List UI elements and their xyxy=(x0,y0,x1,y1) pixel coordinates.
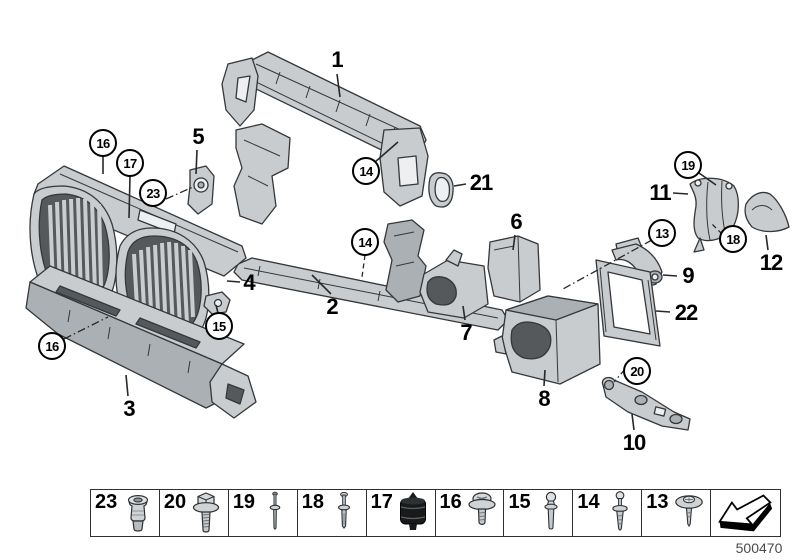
callout-16[interactable]: 16 xyxy=(89,129,117,157)
part-7-drawing xyxy=(419,249,489,319)
legend-box-20[interactable]: 20 xyxy=(158,489,230,537)
legend-box-23[interactable]: 23 xyxy=(90,489,161,537)
legend-box-18[interactable]: 18 xyxy=(296,489,368,537)
part-5-drawing xyxy=(187,165,215,215)
callout-1[interactable]: 1 xyxy=(331,47,343,72)
blind-rivet-icon xyxy=(269,491,281,530)
legend-number: 16 xyxy=(439,491,462,513)
callout-20[interactable]: 20 xyxy=(623,357,651,385)
callout-9[interactable]: 9 xyxy=(682,263,694,288)
callout-5[interactable]: 5 xyxy=(192,124,204,149)
callout-18[interactable]: 18 xyxy=(719,225,747,253)
expansion-rivet-icon xyxy=(612,491,628,531)
callout-14-2[interactable]: 14 xyxy=(351,228,379,256)
legend-box-15[interactable]: 15 xyxy=(503,489,574,537)
legend-box-13[interactable]: 13 xyxy=(641,489,712,537)
expanding-nut-icon xyxy=(127,495,148,532)
part-11-drawing xyxy=(689,177,740,253)
callout-6[interactable]: 6 xyxy=(510,209,522,234)
part-10-drawing xyxy=(601,376,691,431)
callout-17[interactable]: 17 xyxy=(116,149,144,177)
part-8-drawing xyxy=(493,295,601,385)
legend-number: 14 xyxy=(577,491,600,513)
part-3-drawing xyxy=(25,265,257,419)
part-1-drawing xyxy=(221,51,429,207)
callout-23[interactable]: 23 xyxy=(139,179,167,207)
callout-8[interactable]: 8 xyxy=(538,386,550,411)
callout-13[interactable]: 13 xyxy=(648,219,676,247)
legend-number: 13 xyxy=(646,491,669,513)
legend-box-14[interactable]: 14 xyxy=(572,489,643,537)
callout-12[interactable]: 12 xyxy=(759,250,784,275)
expansion-pin-icon xyxy=(338,491,351,529)
callout-2[interactable]: 2 xyxy=(326,294,338,319)
callout-4[interactable]: 4 xyxy=(243,270,255,295)
legend-number: 19 xyxy=(232,491,256,513)
legend-box-17[interactable]: 17 xyxy=(365,489,437,537)
ball-stud-icon xyxy=(544,491,558,530)
rubber-buffer-icon xyxy=(400,491,427,531)
callout-10[interactable]: 10 xyxy=(622,430,647,455)
part-12-drawing xyxy=(744,191,790,233)
direction-arrow-icon xyxy=(718,494,774,533)
part-21-drawing xyxy=(428,172,454,208)
callout-22[interactable]: 22 xyxy=(674,300,699,325)
part-6-drawing xyxy=(487,235,541,303)
callout-19[interactable]: 19 xyxy=(674,151,702,179)
view-direction-stamp xyxy=(710,489,781,537)
callout-16-2[interactable]: 16 xyxy=(38,332,66,360)
fastener-legend: 23 20 19 18 17 16 15 14 13 xyxy=(90,489,781,537)
flat-washer-screw-icon xyxy=(674,495,703,527)
callout-11[interactable]: 11 xyxy=(649,180,671,205)
legend-number: 23 xyxy=(95,491,118,513)
callout-7[interactable]: 7 xyxy=(460,320,472,345)
callout-14[interactable]: 14 xyxy=(352,157,380,185)
hex-bolt-icon xyxy=(193,492,220,533)
diagram-number: 500470 xyxy=(735,540,783,556)
legend-number: 18 xyxy=(301,491,324,513)
legend-number: 17 xyxy=(370,491,393,513)
washer-screw-icon xyxy=(468,492,496,526)
part-22-drawing xyxy=(595,259,661,347)
legend-box-16[interactable]: 16 xyxy=(434,489,506,537)
legend-number: 20 xyxy=(163,491,187,513)
legend-box-19[interactable]: 19 xyxy=(227,489,299,537)
legend-number: 15 xyxy=(508,491,531,513)
callout-15[interactable]: 15 xyxy=(205,312,233,340)
callout-3[interactable]: 3 xyxy=(123,396,135,421)
callout-21[interactable]: 21 xyxy=(469,170,494,195)
